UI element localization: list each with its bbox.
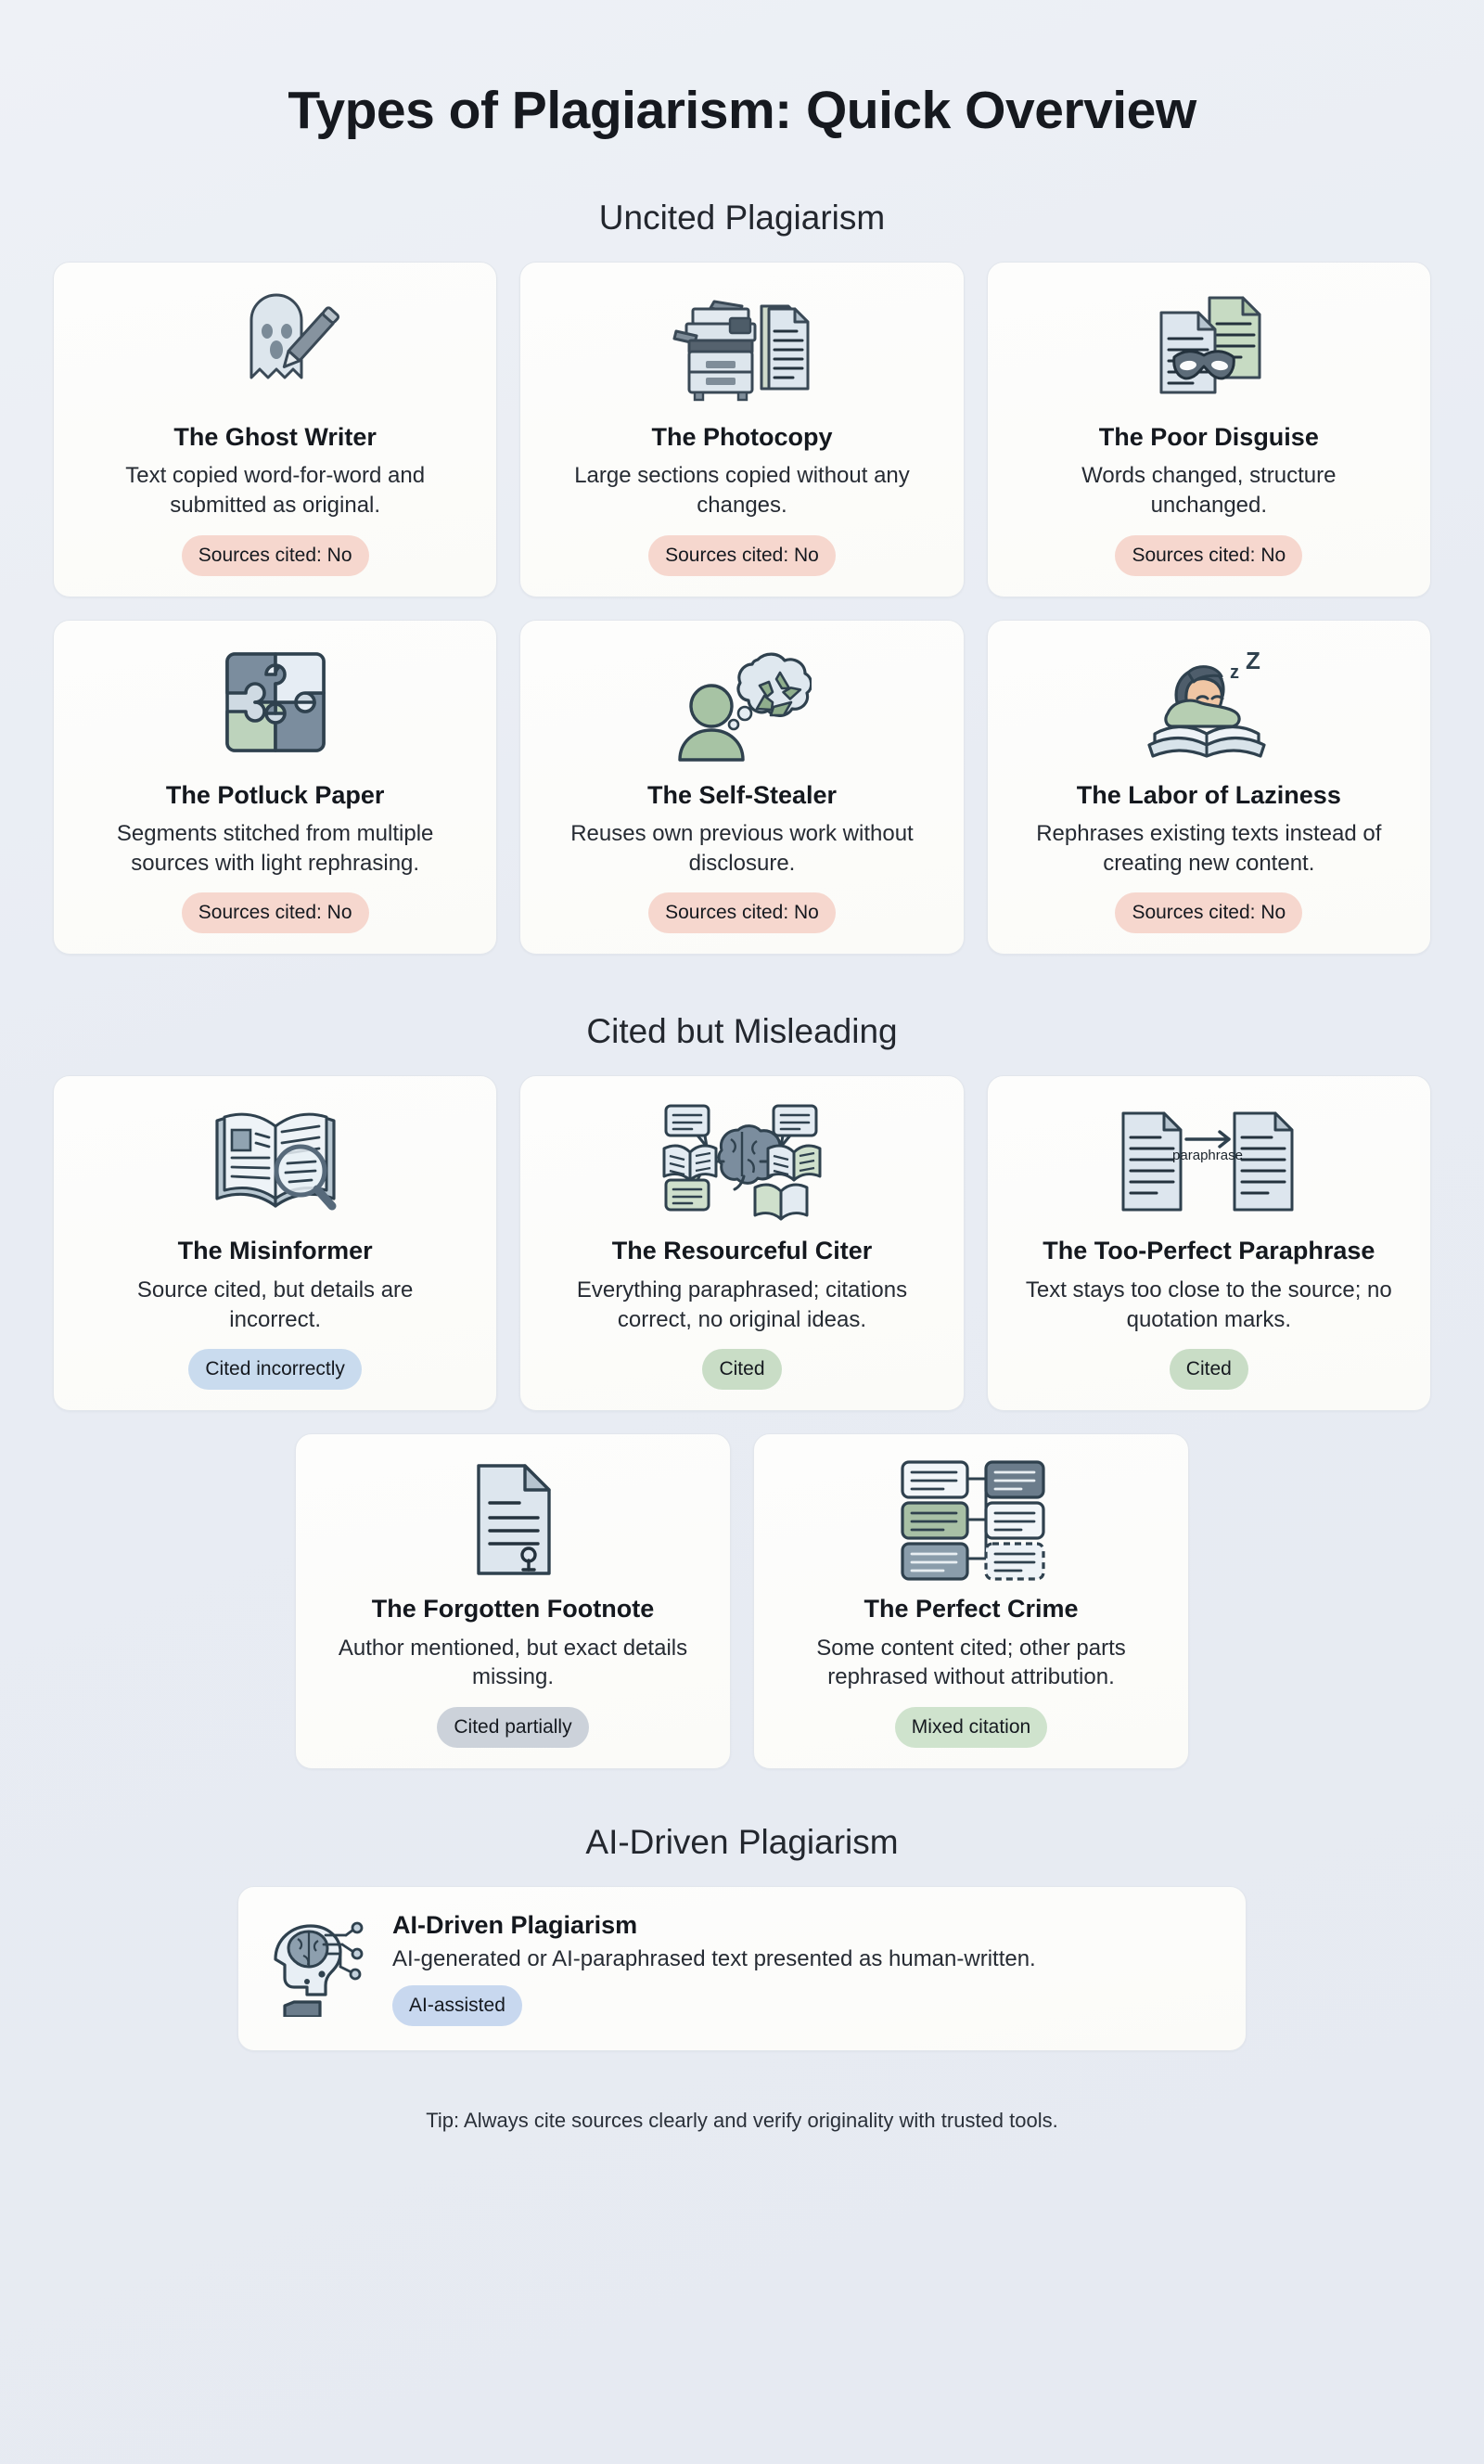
- card-forgotten-footnote[interactable]: The Forgotten Footnote Author mentioned,…: [295, 1433, 731, 1769]
- status-badge: Sources cited: No: [648, 892, 836, 934]
- footer-tip: Tip: Always cite sources clearly and ver…: [426, 2108, 1058, 2132]
- card-title: The Ghost Writer: [173, 423, 377, 451]
- paraphrase-arrow-docs-icon: paraphrase: [1116, 1100, 1301, 1223]
- card-perfect-crime[interactable]: The Perfect Crime Some content cited; ot…: [753, 1433, 1189, 1769]
- card-title: The Poor Disguise: [1098, 423, 1319, 451]
- card-title: The Forgotten Footnote: [371, 1595, 655, 1623]
- card-description: Text copied word-for-word and submitted …: [125, 463, 426, 519]
- status-badge: Sources cited: No: [181, 892, 369, 934]
- card-description: Large sections copied without any change…: [574, 463, 910, 519]
- card-title: The Perfect Crime: [864, 1595, 1079, 1623]
- card-title: AI-Driven Plagiarism: [392, 1910, 638, 1939]
- card-description: Text stays too close to the source; no q…: [1025, 1277, 1392, 1332]
- card-description: Some content cited; other parts rephrase…: [816, 1635, 1126, 1690]
- ai-card-body: AI-Driven Plagiarism AI-generated or AI-…: [392, 1911, 1036, 2026]
- section-heading-uncited: Uncited Plagiarism: [598, 199, 886, 237]
- status-badge: Cited partially: [437, 1706, 589, 1748]
- status-badge: AI-assisted: [392, 1984, 522, 2026]
- status-badge: Sources cited: No: [1115, 534, 1303, 576]
- card-title: The Self-Stealer: [646, 780, 838, 809]
- status-badge: Mixed citation: [894, 1706, 1048, 1748]
- status-badge: Sources cited: No: [648, 534, 836, 576]
- document-footnote-icon: [462, 1458, 564, 1581]
- card-title: The Resourceful Citer: [611, 1237, 873, 1265]
- card-labor-of-laziness[interactable]: Z z z The Labor of Laziness Rephrases ex…: [986, 619, 1431, 956]
- card-description: Segments stitched from multiple sources …: [116, 821, 434, 876]
- card-row: The Ghost Writer Text copied word-for-wo…: [53, 262, 1431, 597]
- card-row: The Potluck Paper Segments stitched from…: [53, 619, 1431, 956]
- card-ai-driven-plagiarism[interactable]: AI-Driven Plagiarism AI-generated or AI-…: [237, 1885, 1247, 2051]
- status-badge: Cited incorrectly: [188, 1349, 362, 1391]
- page-title: Types of Plagiarism: Quick Overview: [288, 81, 1196, 140]
- status-badge: Sources cited: No: [1115, 892, 1303, 934]
- card-description: Words changed, structure unchanged.: [1081, 463, 1337, 519]
- card-description: Everything paraphrased; citations correc…: [576, 1277, 908, 1332]
- svg-text:z: z: [1230, 662, 1239, 683]
- card-description: Author mentioned, but exact details miss…: [338, 1635, 688, 1690]
- status-badge: Sources cited: No: [181, 534, 369, 576]
- photocopier-icon: [672, 287, 812, 409]
- card-too-perfect-paraphrase[interactable]: paraphrase The Too-Perfect Paraphrase Te…: [986, 1075, 1431, 1412]
- card-misinformer[interactable]: The Misinformer Source cited, but detail…: [53, 1075, 498, 1412]
- svg-text:Z: Z: [1246, 647, 1260, 674]
- card-photocopy[interactable]: The Photocopy Large sections copied with…: [519, 262, 965, 597]
- card-potluck-paper[interactable]: The Potluck Paper Segments stitched from…: [53, 619, 498, 956]
- card-row: The Misinformer Source cited, but detail…: [53, 1075, 1431, 1412]
- card-title: The Photocopy: [651, 423, 833, 451]
- card-description: AI-generated or AI-paraphrased text pres…: [392, 1945, 1036, 1971]
- card-title: The Misinformer: [177, 1237, 373, 1265]
- section-heading-cited-misleading: Cited but Misleading: [586, 1012, 898, 1051]
- ai-brain-head-icon: [266, 1920, 368, 2017]
- ghost-with-pen-icon: [211, 287, 340, 409]
- brain-sources-icon: [659, 1100, 825, 1223]
- card-ghost-writer[interactable]: The Ghost Writer Text copied word-for-wo…: [53, 262, 498, 597]
- card-description: Rephrases existing texts instead of crea…: [1036, 821, 1382, 876]
- card-title: The Labor of Laziness: [1076, 780, 1341, 809]
- card-title: The Potluck Paper: [165, 780, 385, 809]
- status-badge: Cited: [1169, 1349, 1248, 1391]
- card-title: The Too-Perfect Paraphrase: [1043, 1237, 1375, 1265]
- paraphrase-label: paraphrase: [1172, 1148, 1243, 1163]
- card-resourceful-citer[interactable]: The Resourceful Citer Everything paraphr…: [519, 1075, 965, 1412]
- puzzle-pieces-icon: [214, 645, 337, 767]
- mixed-blocks-diagram-icon: [897, 1458, 1045, 1581]
- masked-documents-icon: [1139, 287, 1278, 409]
- card-poor-disguise[interactable]: The Poor Disguise Words changed, structu…: [986, 262, 1431, 597]
- sleeping-on-book-icon: Z z z: [1134, 645, 1283, 767]
- person-recycle-thought-icon: [672, 645, 812, 767]
- card-description: Reuses own previous work without disclos…: [570, 821, 914, 876]
- card-row: The Forgotten Footnote Author mentioned,…: [53, 1433, 1431, 1769]
- card-description: Source cited, but details are incorrect.: [136, 1277, 414, 1332]
- book-magnifier-icon: [206, 1100, 345, 1223]
- status-badge: Cited: [702, 1349, 782, 1391]
- card-self-stealer[interactable]: The Self-Stealer Reuses own previous wor…: [519, 619, 965, 956]
- section-heading-ai-driven: AI-Driven Plagiarism: [585, 1822, 899, 1861]
